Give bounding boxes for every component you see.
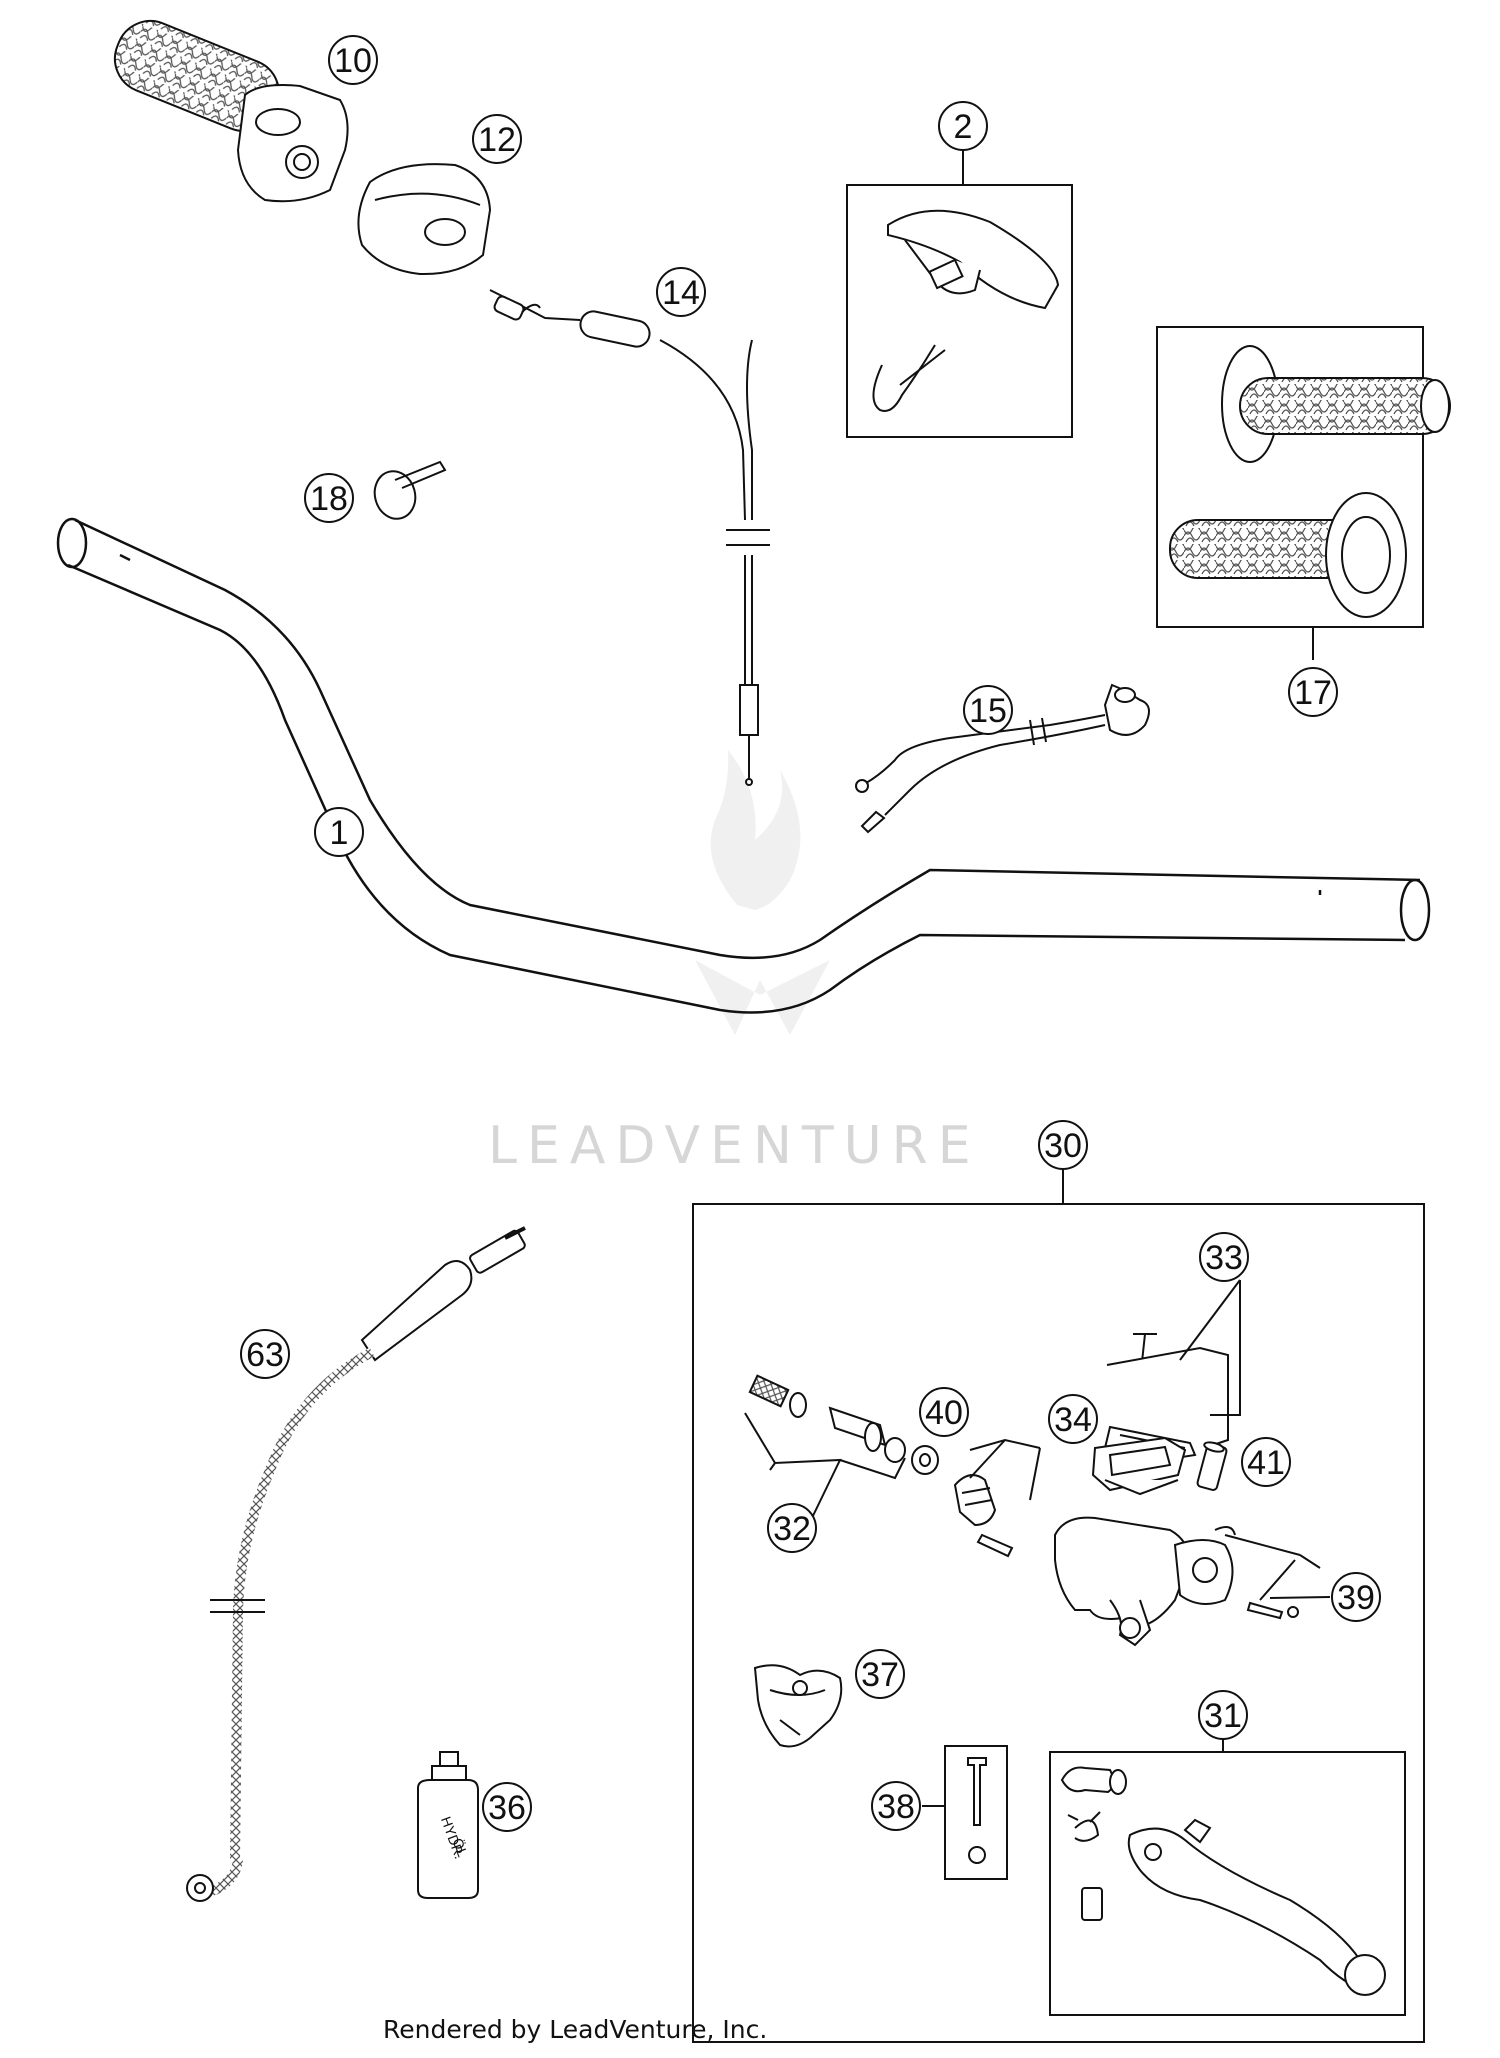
footer-credit: Rendered by LeadVenture, Inc. <box>383 2015 767 2044</box>
callout-32: 32 <box>767 1503 817 1553</box>
svg-text:30: 30 <box>1044 1127 1082 1165</box>
part-throttle-grip <box>113 20 349 203</box>
svg-text:63: 63 <box>246 1336 284 1374</box>
callout-14: 14 <box>656 267 706 317</box>
callout-36: 36 <box>482 1782 532 1832</box>
svg-text:36: 36 <box>488 1789 526 1827</box>
callout-10: 10 <box>328 35 378 85</box>
svg-text:34: 34 <box>1054 1401 1092 1439</box>
part-piston-kit <box>744 1374 939 1523</box>
svg-text:10: 10 <box>334 42 372 80</box>
part-diaphragm <box>1091 1436 1187 1496</box>
part-boot <box>953 1438 1041 1558</box>
svg-text:31: 31 <box>1204 1697 1242 1735</box>
svg-text:38: 38 <box>877 1788 915 1826</box>
callout-33: 33 <box>1199 1232 1249 1282</box>
part-master-cylinder-body <box>1054 1516 1321 1647</box>
svg-text:41: 41 <box>1247 1444 1285 1482</box>
svg-text:14: 14 <box>662 274 700 312</box>
svg-text:33: 33 <box>1205 1239 1243 1277</box>
callout-2: 2 <box>938 101 988 151</box>
svg-text:37: 37 <box>861 1656 899 1694</box>
svg-text:40: 40 <box>925 1394 963 1432</box>
callout-38: 38 <box>871 1781 921 1831</box>
leader-lines <box>1179 1279 1331 1599</box>
part-brake-master-cylinder-group <box>692 1169 1425 2043</box>
callout-30: 30 <box>1038 1120 1088 1170</box>
part-pivot-bolt <box>922 1745 1008 1880</box>
callout-34: 34 <box>1048 1394 1098 1444</box>
callout-1: 1 <box>314 807 364 857</box>
svg-text:17: 17 <box>1294 674 1332 712</box>
callout-18: 18 <box>304 473 354 523</box>
callout-17: 17 <box>1288 667 1338 717</box>
watermark-text: LEADVENTURE <box>488 1116 981 1176</box>
watermark-logo-icon <box>695 750 830 1035</box>
callout-12: 12 <box>472 114 522 164</box>
svg-text:2: 2 <box>954 108 973 146</box>
part-brake-lever <box>1049 1739 1406 2016</box>
part-lever-cover <box>753 1664 843 1748</box>
svg-text:32: 32 <box>773 1510 811 1548</box>
part-hydraulic-oil-bottle: HYDR. ÖL <box>417 1751 479 1899</box>
part-throttle-cover <box>357 163 492 276</box>
part-brake-line <box>186 1226 526 1902</box>
part-cable-tie <box>373 460 447 520</box>
callout-31: 31 <box>1198 1690 1248 1740</box>
bottle-label-line2: ÖL <box>450 1836 472 1860</box>
svg-text:15: 15 <box>969 692 1007 730</box>
part-throttle-cable <box>489 289 770 786</box>
part-handlebar <box>56 517 1431 1014</box>
part-kill-switch <box>855 683 1150 834</box>
part-pin-41 <box>1196 1441 1228 1491</box>
callout-37: 37 <box>855 1649 905 1699</box>
svg-text:39: 39 <box>1337 1579 1375 1617</box>
svg-text:18: 18 <box>310 480 348 518</box>
callout-39: 39 <box>1331 1572 1381 1622</box>
callout-15: 15 <box>963 685 1013 735</box>
callout-41: 41 <box>1241 1437 1291 1487</box>
svg-text:12: 12 <box>478 121 516 159</box>
callout-40: 40 <box>919 1387 969 1437</box>
svg-text:1: 1 <box>330 814 349 852</box>
part-grips <box>1156 326 1451 660</box>
callout-63: 63 <box>240 1329 290 1379</box>
part-handlebar-pad <box>846 150 1073 438</box>
